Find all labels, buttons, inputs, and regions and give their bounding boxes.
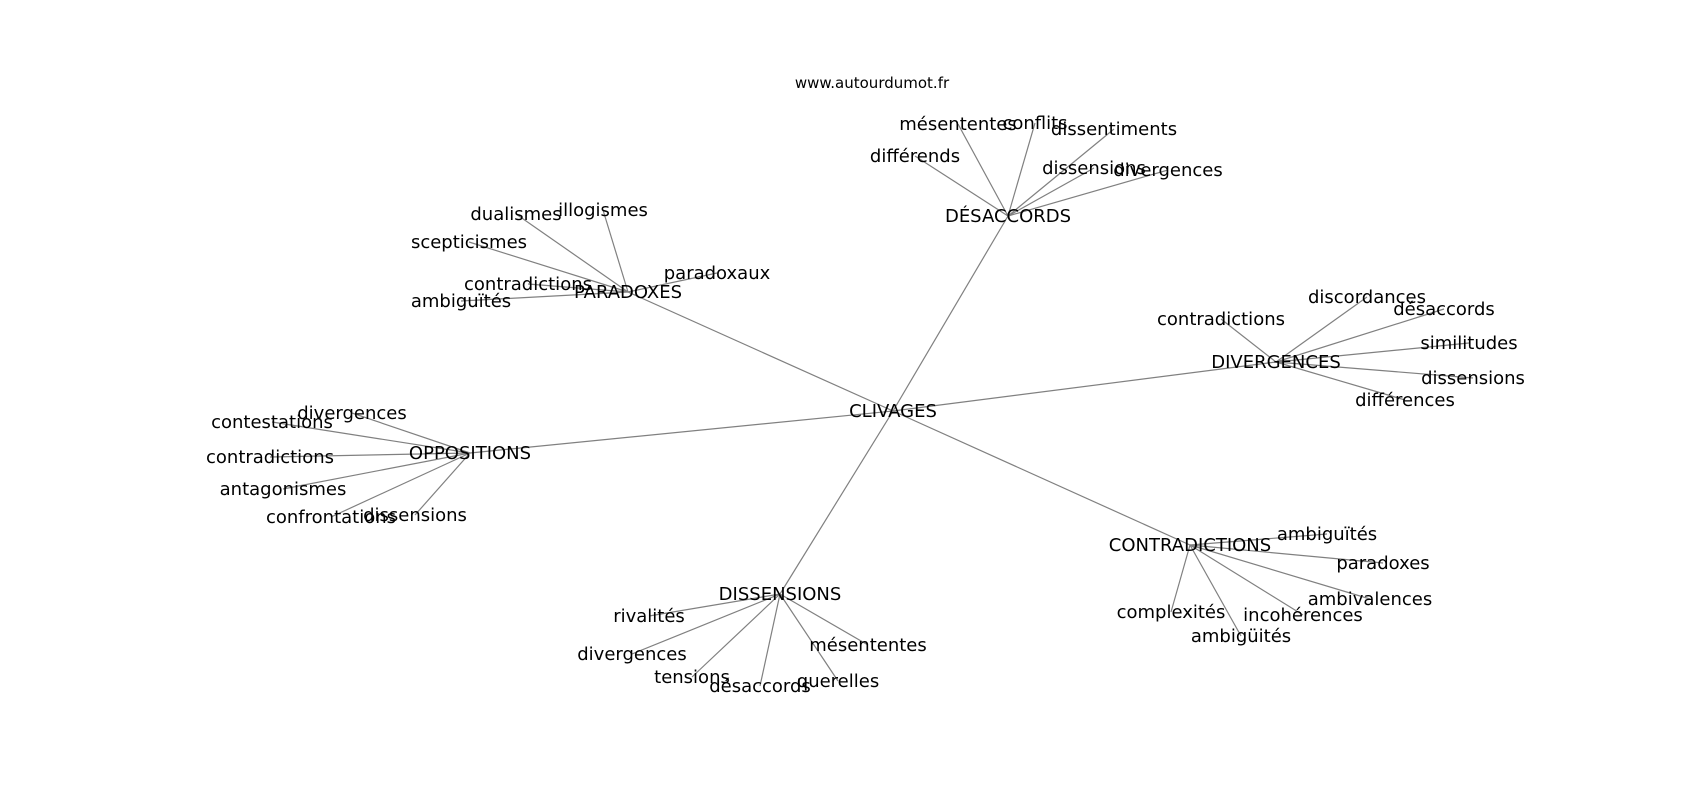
edge-center-to-hub — [627, 291, 894, 412]
leaf-node-label: contradictions — [1157, 309, 1285, 330]
leaf-node-label: ambigüités — [1191, 626, 1291, 647]
leaf-node-label: divergences — [577, 644, 687, 665]
edge-hub-to-leaf — [1007, 169, 1169, 217]
leaf-node-label: rivalités — [613, 606, 685, 627]
leaf-node-label: incohérences — [1243, 605, 1363, 626]
leaf-node-label: désaccords — [1393, 299, 1495, 320]
edge-hub-to-leaf — [330, 452, 471, 518]
edge-hub-to-leaf — [1007, 128, 1115, 217]
leaf-node-label: dissensions — [363, 505, 467, 526]
leaf-node-label: contradictions — [464, 274, 592, 295]
edge-center-to-hub — [892, 410, 1191, 546]
edge-hub-to-leaf — [957, 123, 1009, 217]
edge-hub-to-leaf — [1170, 544, 1191, 613]
edge-hub-to-leaf — [691, 593, 781, 678]
edge-hub-to-leaf — [1189, 544, 1242, 637]
graph-labels: CLIVAGESDÉSACCORDSmésententesconflitsdis… — [206, 113, 1525, 697]
leaf-node-label: contestations — [211, 412, 333, 433]
leaf-node-label: ambivalences — [1308, 589, 1433, 610]
edge-hub-to-leaf — [1189, 544, 1304, 616]
edge-hub-to-leaf — [759, 593, 781, 687]
hub-node-label: PARADOXES — [574, 282, 682, 303]
edge-hub-to-leaf — [602, 209, 629, 293]
edge-hub-to-leaf — [527, 283, 629, 293]
edge-hub-to-leaf — [1007, 122, 1036, 217]
leaf-node-label: complexités — [1117, 602, 1226, 623]
edge-hub-to-leaf — [1275, 361, 1406, 401]
leaf-node-label: paradoxaux — [664, 263, 771, 284]
leaf-node-label: ambiguïtés — [411, 291, 511, 312]
edge-hub-to-leaf — [269, 452, 471, 458]
edge-hub-to-leaf — [1189, 544, 1384, 564]
edge-center-to-hub — [779, 410, 894, 595]
leaf-node-label: divergences — [297, 403, 407, 424]
edge-hub-to-leaf — [1275, 342, 1470, 363]
hub-node-label: CONTRADICTIONS — [1109, 535, 1271, 556]
hub-node-label: DÉSACCORDS — [945, 205, 1071, 227]
leaf-node-label: antagonismes — [220, 479, 347, 500]
edge-center-to-hub — [892, 215, 1009, 412]
edge-hub-to-leaf — [1007, 167, 1095, 217]
leaf-node-label: illogismes — [558, 200, 648, 221]
leaf-node-label: contradictions — [206, 447, 334, 468]
edge-hub-to-leaf — [1275, 296, 1368, 363]
edge-hub-to-leaf — [515, 213, 629, 293]
leaf-node-label: scepticismes — [411, 232, 527, 253]
edge-hub-to-leaf — [627, 272, 718, 293]
source-url: www.autourdumot.fr — [795, 74, 950, 92]
leaf-node-label: divergences — [1113, 160, 1223, 181]
leaf-node-label: différends — [870, 146, 960, 167]
edge-hub-to-leaf — [779, 593, 839, 682]
hub-node-label: OPPOSITIONS — [409, 443, 531, 464]
edge-hub-to-leaf — [282, 452, 471, 490]
leaf-node-label: mésententes — [899, 114, 1017, 135]
hub-node-label: DIVERGENCES — [1211, 352, 1341, 373]
center-node-label: CLIVAGES — [849, 401, 937, 422]
leaf-node-label: ambiguïtés — [1277, 524, 1377, 545]
leaf-node-label: discordances — [1308, 287, 1426, 308]
leaf-node-label: désaccords — [709, 676, 811, 697]
leaf-node-label: conflits — [1002, 113, 1067, 134]
edge-hub-to-leaf — [1189, 544, 1371, 600]
edge-hub-to-leaf — [460, 291, 629, 302]
edge-hub-to-leaf — [468, 241, 629, 293]
leaf-node-label: confrontations — [266, 507, 396, 528]
leaf-node-label: mésententes — [809, 635, 927, 656]
edge-hub-to-leaf — [1275, 361, 1474, 379]
edge-hub-to-leaf — [414, 452, 471, 516]
edge-center-to-hub — [469, 410, 894, 454]
leaf-node-label: querelles — [797, 671, 879, 692]
edge-hub-to-leaf — [1275, 308, 1445, 363]
edge-hub-to-leaf — [1189, 533, 1328, 546]
leaf-node-label: paradoxes — [1336, 553, 1429, 574]
leaf-node-label: dualismes — [470, 204, 561, 225]
edge-hub-to-leaf — [1220, 318, 1277, 363]
edge-hub-to-leaf — [914, 155, 1009, 217]
graph-edges — [269, 122, 1474, 687]
edge-hub-to-leaf — [779, 593, 869, 646]
hub-node-label: DISSENSIONS — [719, 584, 842, 605]
leaf-node-label: dissensions — [1042, 158, 1146, 179]
edge-hub-to-leaf — [631, 593, 781, 655]
edge-center-to-hub — [892, 361, 1277, 412]
leaf-node-label: similitudes — [1420, 333, 1517, 354]
edge-hub-to-leaf — [271, 421, 471, 454]
leaf-node-label: tensions — [654, 667, 730, 688]
leaf-node-label: différences — [1355, 390, 1455, 411]
leaf-node-label: dissentiments — [1051, 119, 1177, 140]
leaf-node-label: dissensions — [1421, 368, 1525, 389]
edge-hub-to-leaf — [648, 593, 781, 617]
edge-hub-to-leaf — [351, 412, 471, 454]
